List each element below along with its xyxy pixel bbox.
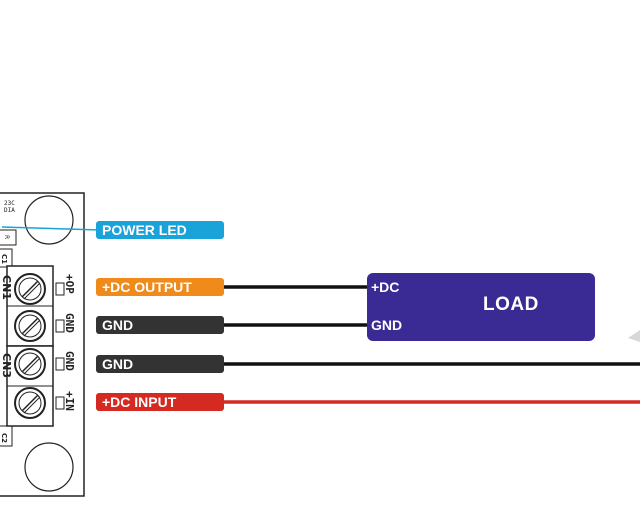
cap-c2-outline: [0, 425, 13, 447]
power-led-label: POWER LED: [96, 221, 224, 239]
power-led-wire: [1, 226, 101, 231]
gnd-input-label: GND: [96, 355, 224, 373]
cap-c1-label: C1: [0, 254, 8, 264]
silk-top-text-2: DIA: [4, 207, 15, 214]
arrow-hint-icon: [628, 330, 640, 342]
cn3-label: CN3: [0, 353, 13, 378]
cap-c1-outline: [0, 248, 13, 268]
load-terminal-gnd: GND: [371, 317, 403, 333]
op-plus-label: +OP: [63, 274, 76, 294]
in-plus-label: +IN: [63, 391, 76, 411]
mounting-hole-bottom: [24, 442, 74, 492]
screw-terminal-in-gnd: [14, 348, 46, 380]
screw-terminal-op-plus: [14, 273, 46, 305]
in-gnd-label: GND: [63, 351, 76, 371]
dc-output-label: +DC OUTPUT: [96, 278, 224, 296]
cap-c2-label: C2: [0, 433, 8, 443]
screw-terminal-in-plus: [14, 387, 46, 419]
dc-input-label: +DC INPUT: [96, 393, 224, 411]
load-terminal-dc: +DC: [371, 279, 400, 295]
op-gnd-label: GND: [63, 313, 76, 333]
gnd-output-label: GND: [96, 316, 224, 334]
silk-top-text: 23C: [4, 200, 15, 207]
load-box: +DC GND LOAD: [367, 273, 595, 341]
load-title: LOAD: [483, 294, 539, 315]
cn1-label: CN1: [0, 275, 13, 300]
resistor-label: R: [3, 235, 10, 239]
resistor-outline: [0, 229, 17, 246]
screw-terminal-op-gnd: [14, 310, 46, 342]
mounting-hole-top: [24, 195, 74, 245]
